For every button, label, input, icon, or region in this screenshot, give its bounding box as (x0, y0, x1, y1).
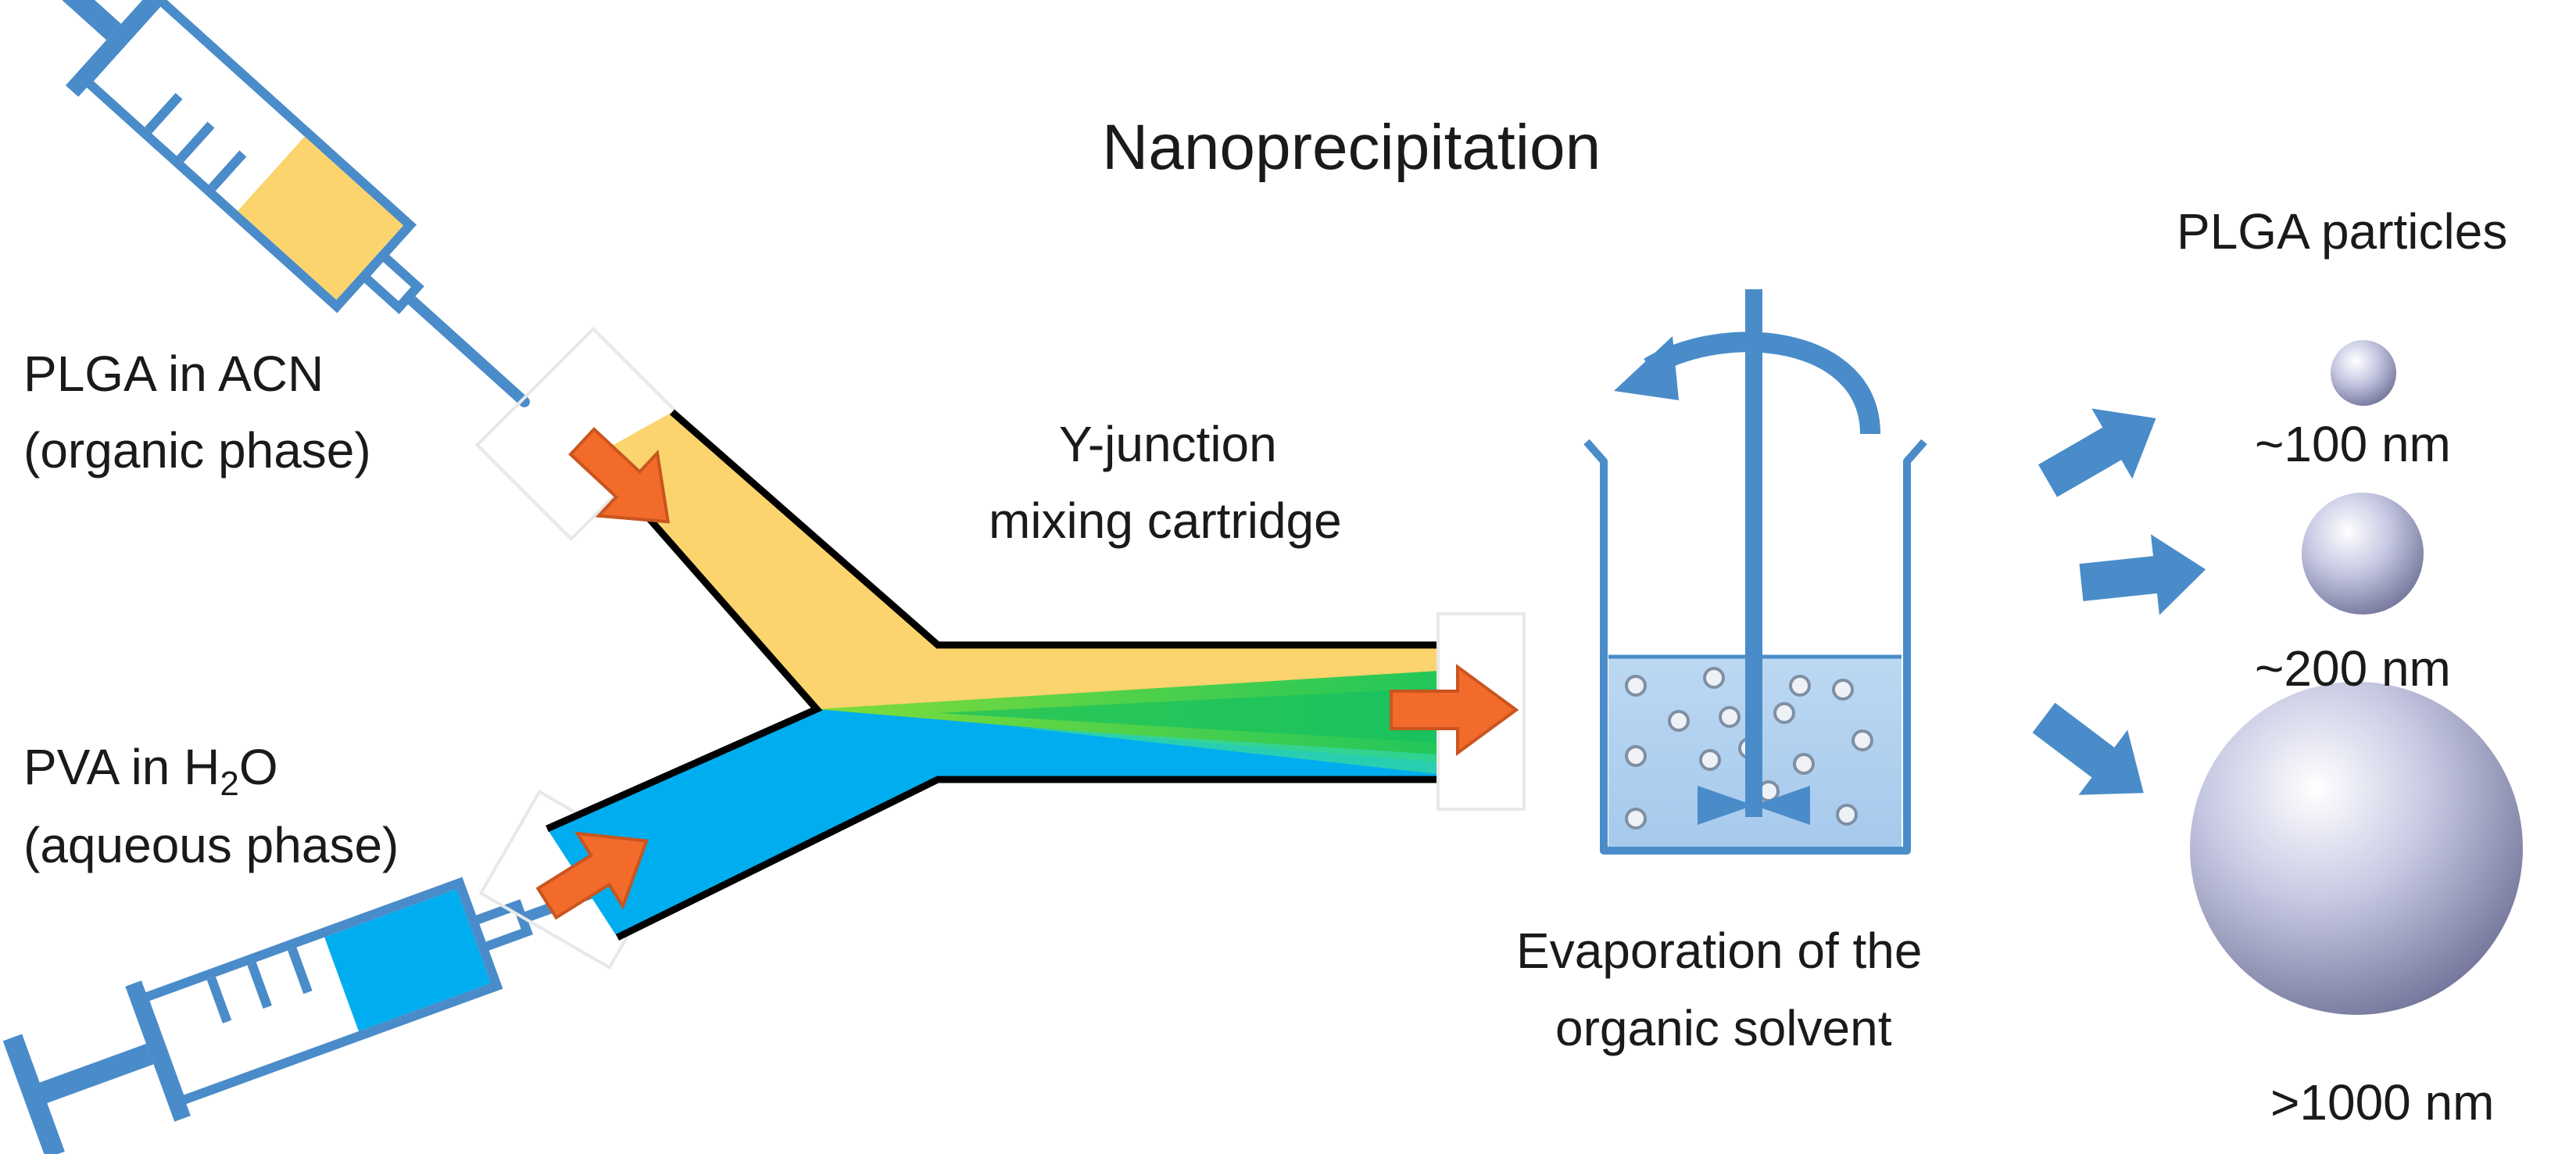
outlet-flow-arrow (1390, 664, 1519, 756)
particle-200nm (2302, 493, 2424, 615)
arrow-to-100nm (2038, 408, 2156, 497)
cartridge-label-line1: Y-junction (1059, 416, 1277, 472)
solvent-bubbles (1625, 667, 1873, 830)
particle-100nm (2331, 340, 2396, 406)
aqueous-label-prefix: PVA in H (23, 739, 220, 795)
particle-size-100nm: ~100 nm (2255, 416, 2451, 472)
particles-heading: PLGA particles (2177, 203, 2507, 260)
aqueous-label-suffix: O (239, 739, 278, 795)
evaporation-beaker (1583, 289, 1927, 855)
diagram-title: Nanoprecipitation (1102, 112, 1601, 183)
aqueous-label-line2: (aqueous phase) (23, 817, 399, 873)
organic-label-line2: (organic phase) (23, 422, 371, 478)
aqueous-label-subscript: 2 (220, 765, 238, 803)
particle-1000nm (2190, 682, 2523, 1015)
particle-size-1000nm: >1000 nm (2270, 1074, 2494, 1131)
particle-size-200nm: ~200 nm (2255, 640, 2451, 697)
organic-flow-arrow (568, 427, 671, 524)
organic-syringe (0, 0, 530, 407)
cartridge-label-line2: mixing cartridge (989, 493, 1342, 549)
evaporation-label-line2: organic solvent (1555, 1000, 1892, 1056)
aqueous-label-line1: PVA in H2O (23, 739, 278, 803)
aqueous-flow-arrow (535, 831, 649, 920)
arrow-to-1000nm (2032, 702, 2144, 795)
y-junction-cartridge (546, 409, 1526, 941)
organic-label-line1: PLGA in ACN (23, 346, 324, 402)
arrow-to-200nm (2079, 534, 2206, 615)
aqueous-syringe (2, 859, 675, 1154)
evaporation-label-line1: Evaporation of the (1516, 923, 1922, 979)
